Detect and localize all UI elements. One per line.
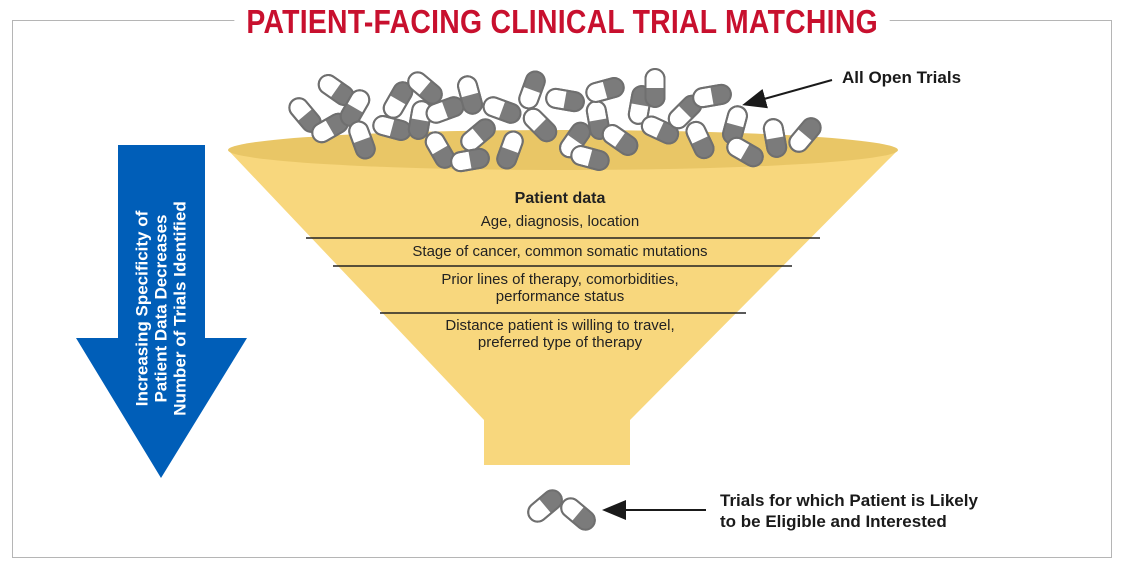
funnel-body <box>228 150 898 465</box>
diagram-title: PATIENT-FACING CLINICAL TRIAL MATCHING <box>234 2 891 42</box>
eligible-trials-label: Trials for which Patient is Likely to be… <box>720 490 978 532</box>
funnel-level-3-line-1: Prior lines of therapy, comorbidities, <box>441 271 679 288</box>
funnel-level-4: Distance patient is willing to travel, p… <box>300 317 820 351</box>
down-arrow-icon <box>76 145 247 478</box>
funnel-level-3-line-2: performance status <box>495 288 625 305</box>
arrow-caption-line-3: Number of Trials Identified <box>170 201 190 416</box>
all-open-trials-label: All Open Trials <box>842 68 962 87</box>
funnel-level-3: Prior lines of therapy, comorbidities, p… <box>300 271 820 305</box>
eligible-trials-line-1: Trials for which Patient is Likely <box>720 491 978 510</box>
pointer-arrow-icon <box>742 79 833 109</box>
funnel-level-4-line-2: preferred type of therapy <box>477 334 643 351</box>
eligible-trials-line-2: to be Eligible and Interested <box>720 512 947 531</box>
diagram-title-bar: PATIENT-FACING CLINICAL TRIAL MATCHING <box>0 2 1125 42</box>
funnel-level-1: Age, diagnosis, location <box>480 213 640 230</box>
arrow-caption-line-2: Patient Data Decreases <box>151 214 171 403</box>
funnel-level-4-line-1: Distance patient is willing to travel, <box>445 317 675 334</box>
arrow-caption-line-1: Increasing Specificity of <box>132 210 152 407</box>
output-pills <box>523 485 600 535</box>
funnel-heading: Patient data <box>514 190 606 207</box>
funnel-level-2: Stage of cancer, common somatic mutation… <box>412 243 708 260</box>
